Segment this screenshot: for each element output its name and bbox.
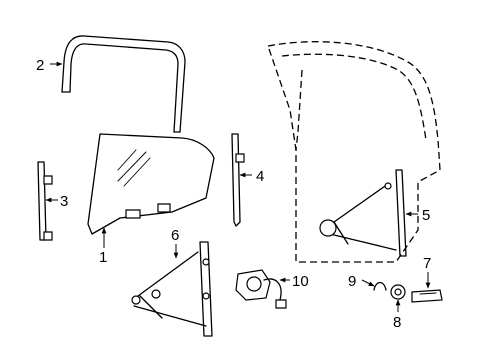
callout-2: 2 [36,57,44,74]
callout-7: 7 [423,255,431,272]
callout-4: 4 [256,168,264,185]
callout-10: 10 [292,273,309,290]
clip [373,281,387,291]
grommet [390,284,406,300]
installed-regulator [319,169,407,257]
regulator-assembly [131,241,213,337]
front-channel [231,133,245,227]
rear-channel [37,161,53,241]
callout-5: 5 [422,207,430,224]
callout-3: 3 [60,193,68,210]
door-glass [87,133,215,235]
leader-lines [45,61,431,312]
callout-9: 9 [348,273,356,290]
callout-labels: 1 2 3 4 5 6 7 8 9 10 [36,57,431,331]
crank-handle [411,289,443,303]
regulator-motor [235,269,287,309]
glass-run-channel [61,35,186,133]
door-shell [267,41,441,263]
callout-6: 6 [171,227,179,244]
callout-1: 1 [99,249,107,266]
callout-8: 8 [393,314,401,331]
